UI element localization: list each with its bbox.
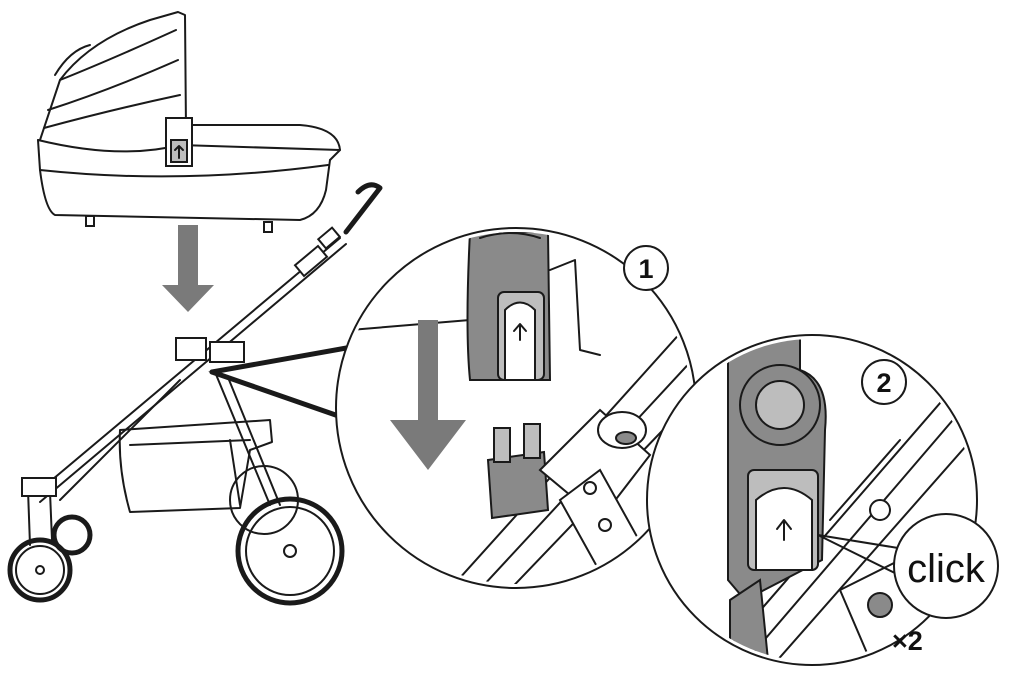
click-label: click xyxy=(907,547,986,591)
down-arrow-icon xyxy=(162,225,214,312)
step-2-number: 2 xyxy=(876,368,891,398)
carrycot xyxy=(37,11,341,233)
step-1-number: 1 xyxy=(638,254,653,284)
detail-callout-2: 2 click ×2 xyxy=(646,334,999,666)
repeat-count: ×2 xyxy=(892,626,923,656)
insert-arrow-icon xyxy=(390,320,466,470)
stroller-chassis xyxy=(7,182,383,606)
